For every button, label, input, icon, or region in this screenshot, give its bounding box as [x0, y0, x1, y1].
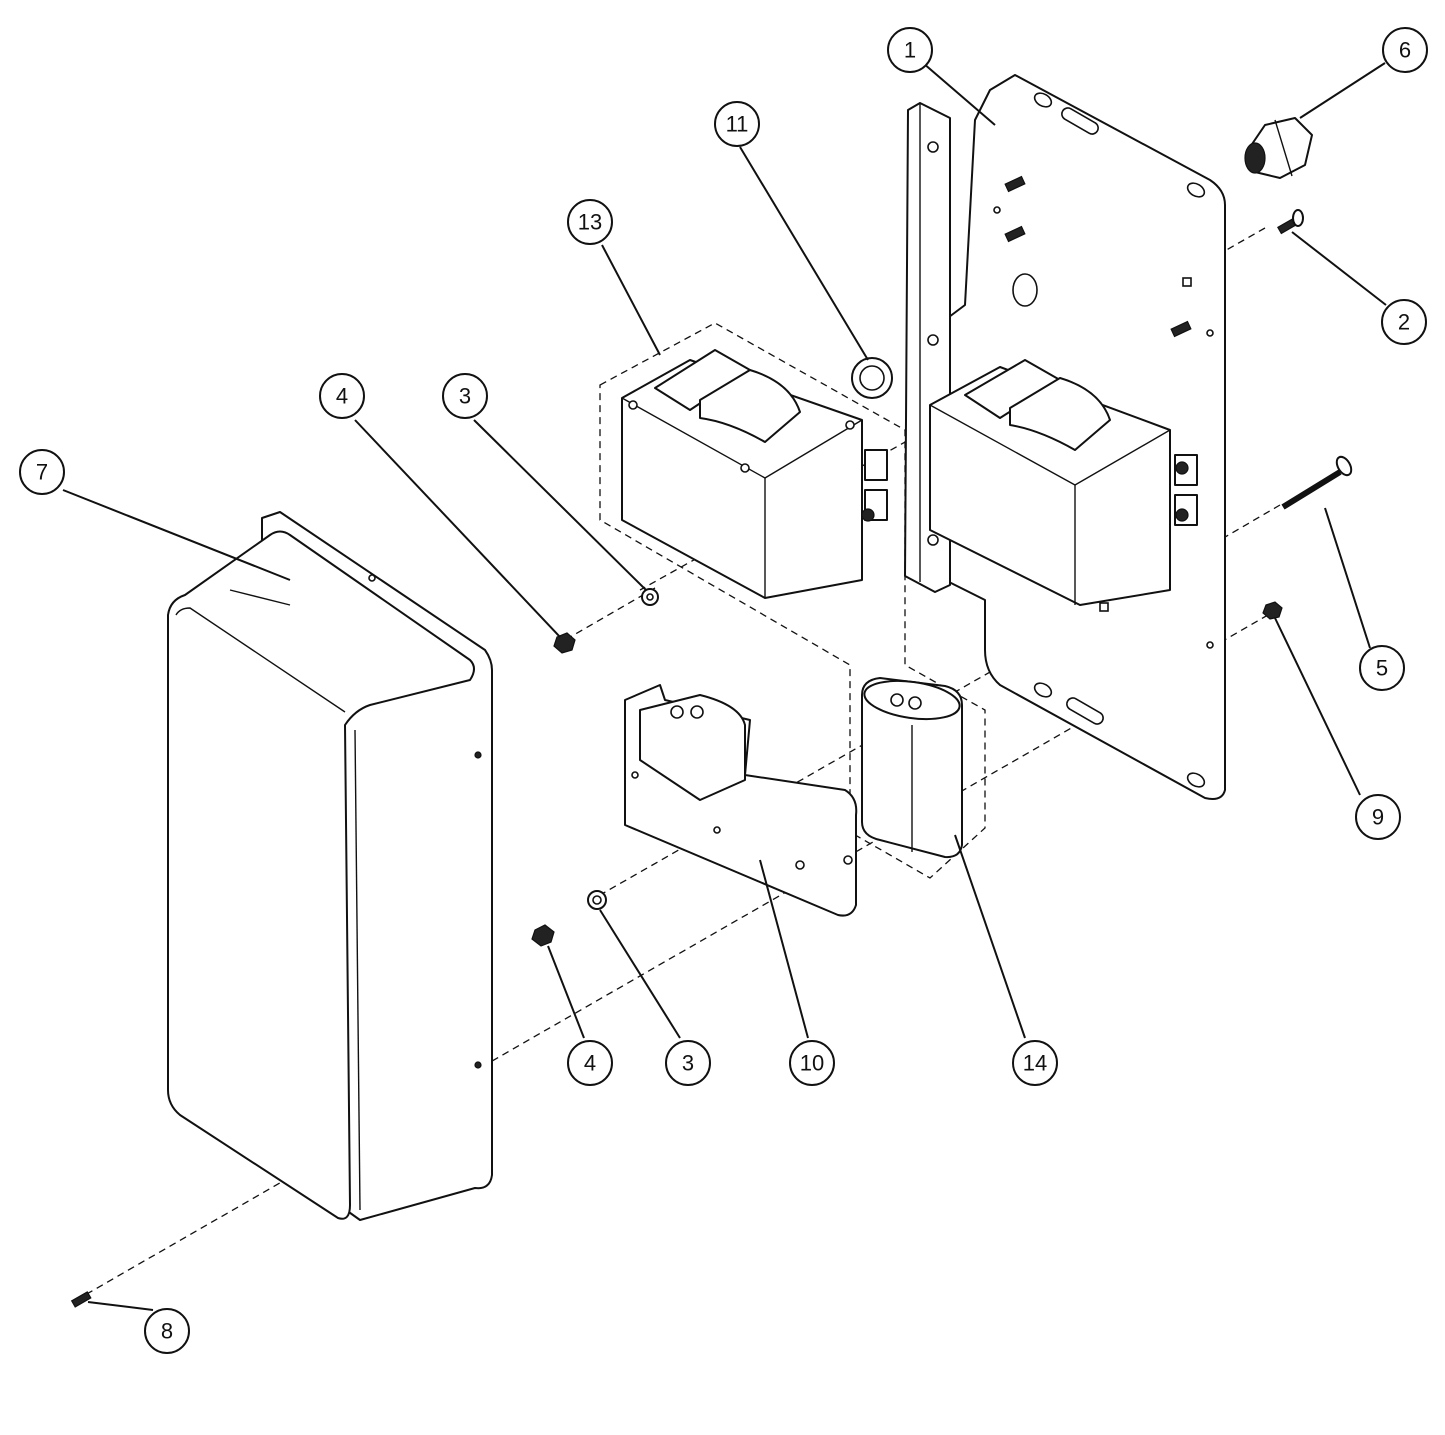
- balloon-13: 13: [567, 199, 613, 245]
- washer-3a: [641, 588, 659, 606]
- long-bolt: [1281, 455, 1353, 510]
- svg-text:14: 14: [1023, 1051, 1047, 1076]
- cable-gland: [1244, 117, 1313, 179]
- svg-text:10: 10: [800, 1051, 824, 1076]
- transformer: [621, 349, 888, 599]
- svg-text:4: 4: [336, 384, 348, 409]
- balloon-6: 6: [1382, 27, 1428, 73]
- balloon-1: 1: [887, 27, 933, 73]
- screw-2: [1277, 209, 1304, 235]
- leader-lines: [62, 62, 1387, 1311]
- capacitor: [861, 677, 963, 859]
- svg-text:7: 7: [36, 460, 48, 485]
- svg-text:2: 2: [1398, 310, 1410, 335]
- svg-text:5: 5: [1376, 656, 1388, 681]
- balloon-2: 2: [1381, 299, 1427, 345]
- svg-text:8: 8: [161, 1319, 173, 1344]
- balloon-14: 14: [1012, 1040, 1058, 1086]
- svg-text:4: 4: [584, 1051, 596, 1076]
- svg-text:3: 3: [459, 384, 471, 409]
- washer-3b: [587, 890, 607, 910]
- svg-text:13: 13: [578, 210, 602, 235]
- balloon-3-bottom: 3: [665, 1040, 711, 1086]
- screw-8: [70, 1291, 92, 1308]
- svg-text:9: 9: [1372, 805, 1384, 830]
- installed-transformer: [929, 359, 1198, 606]
- balloon-3-top: 3: [442, 373, 488, 419]
- balloon-4-top: 4: [319, 373, 365, 419]
- balloon-9: 9: [1355, 794, 1401, 840]
- capacitor-bracket: [624, 684, 858, 917]
- svg-text:6: 6: [1399, 38, 1411, 63]
- svg-text:3: 3: [682, 1051, 694, 1076]
- locknut: [851, 357, 893, 399]
- subassembly-outline: [599, 322, 986, 879]
- balloon-4-bottom: 4: [567, 1040, 613, 1086]
- nut-4a: [553, 632, 576, 654]
- svg-text:11: 11: [726, 112, 749, 137]
- balloon-8: 8: [144, 1308, 190, 1354]
- balloon-7: 7: [19, 449, 65, 495]
- balloon-5: 5: [1359, 645, 1405, 691]
- nut-4b: [531, 924, 555, 947]
- svg-text:1: 1: [904, 38, 916, 63]
- balloon-11: 11: [714, 101, 760, 147]
- nut-9: [1262, 601, 1283, 620]
- balloon-10: 10: [789, 1040, 835, 1086]
- enclosure-cover: [167, 511, 493, 1221]
